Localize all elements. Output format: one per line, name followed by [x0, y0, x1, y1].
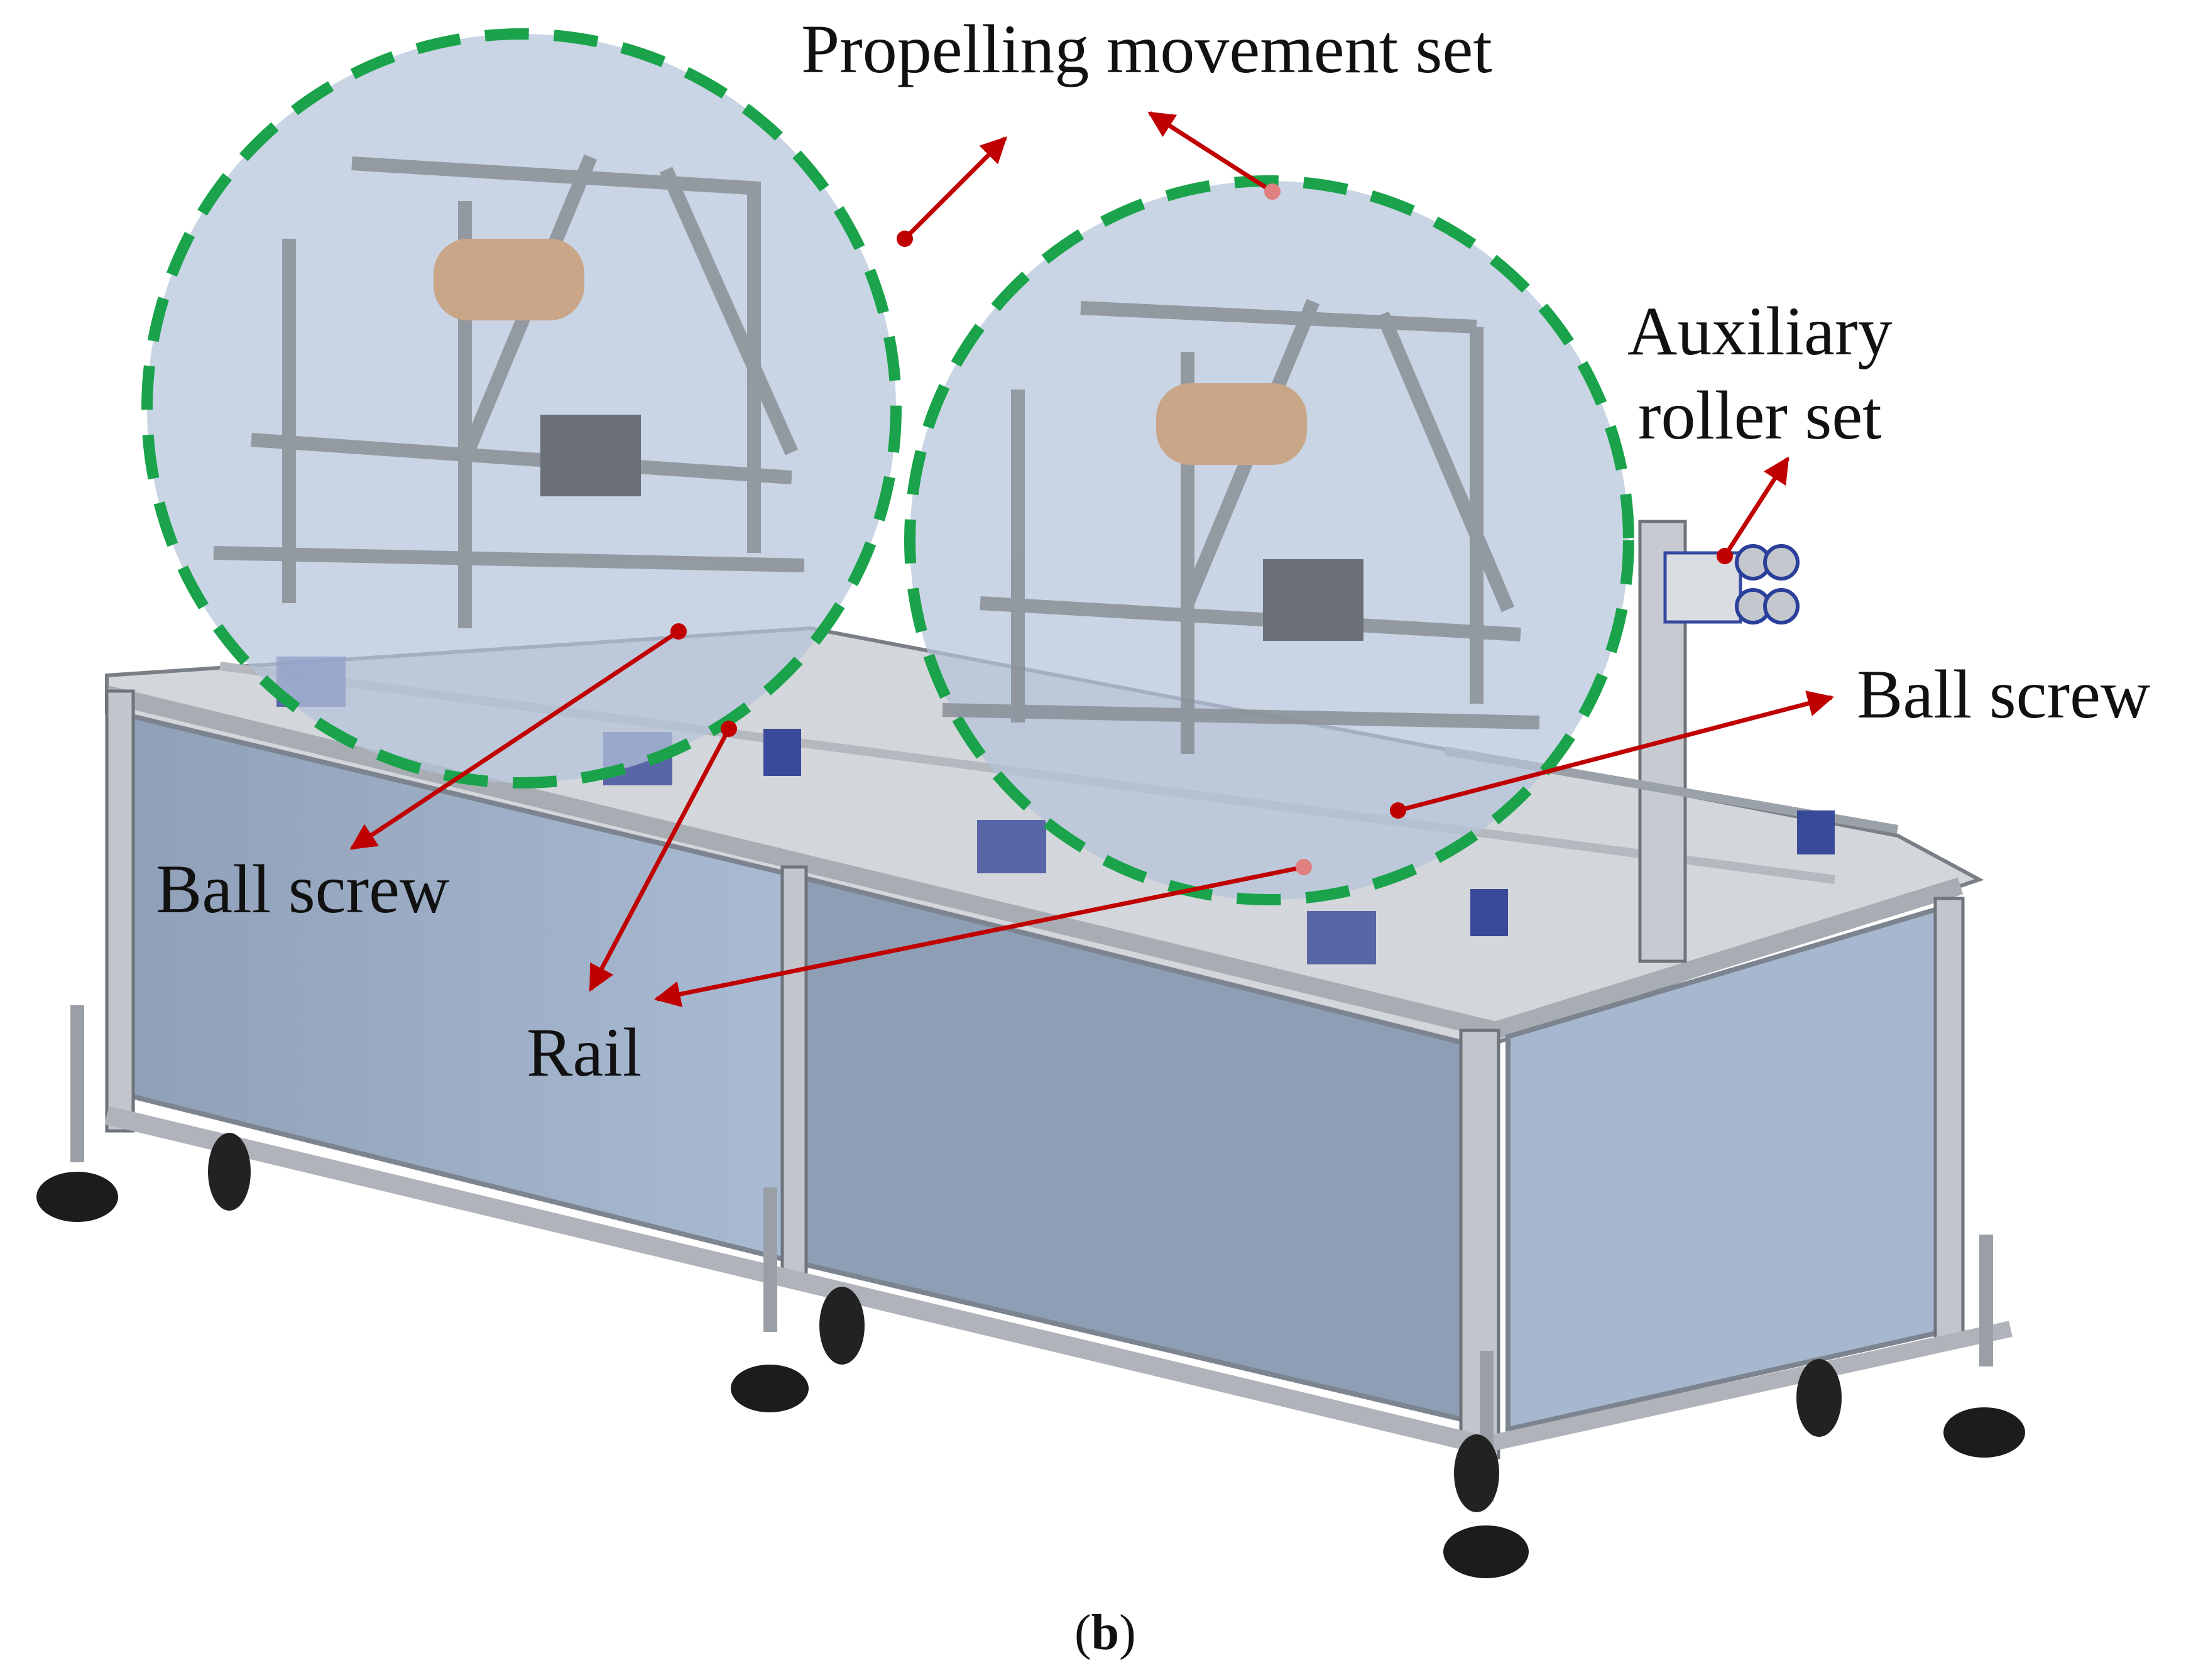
arrow-rail-upper [588, 728, 731, 992]
propelling-set-right [904, 175, 1634, 905]
label-ball-screw-left: Ball screw [156, 851, 450, 927]
feet [36, 1005, 2025, 1578]
label-aux-line1: Auxiliary [1627, 293, 1893, 369]
label-auxiliary-roller-set: Auxiliary roller set [1627, 289, 1893, 457]
callout-dots [670, 183, 1733, 875]
label-propelling-movement-set: Propelling movement set [801, 11, 1492, 87]
figure-caption: (b) [1074, 1605, 1136, 1661]
label-aux-line2: roller set [1637, 377, 1882, 454]
caption-open: ( [1074, 1605, 1091, 1661]
arrow-propelling-left [903, 136, 1007, 241]
label-ball-screw-right: Ball screw [1857, 656, 2151, 733]
propelling-set-left [141, 28, 902, 788]
table-frame [104, 520, 2013, 1459]
arrow-rail-lower [653, 865, 1304, 1008]
arrow-ball-screw-right [1397, 690, 1835, 813]
label-rail: Rail [527, 1014, 642, 1091]
arrow-propelling-right [1147, 111, 1274, 194]
caption-close: ) [1119, 1605, 1136, 1661]
arrow-ball-screw-left [349, 630, 680, 850]
arrow-aux-roller [1723, 456, 1789, 557]
caption-letter: b [1091, 1605, 1120, 1661]
callout-arrows [349, 111, 1835, 1008]
